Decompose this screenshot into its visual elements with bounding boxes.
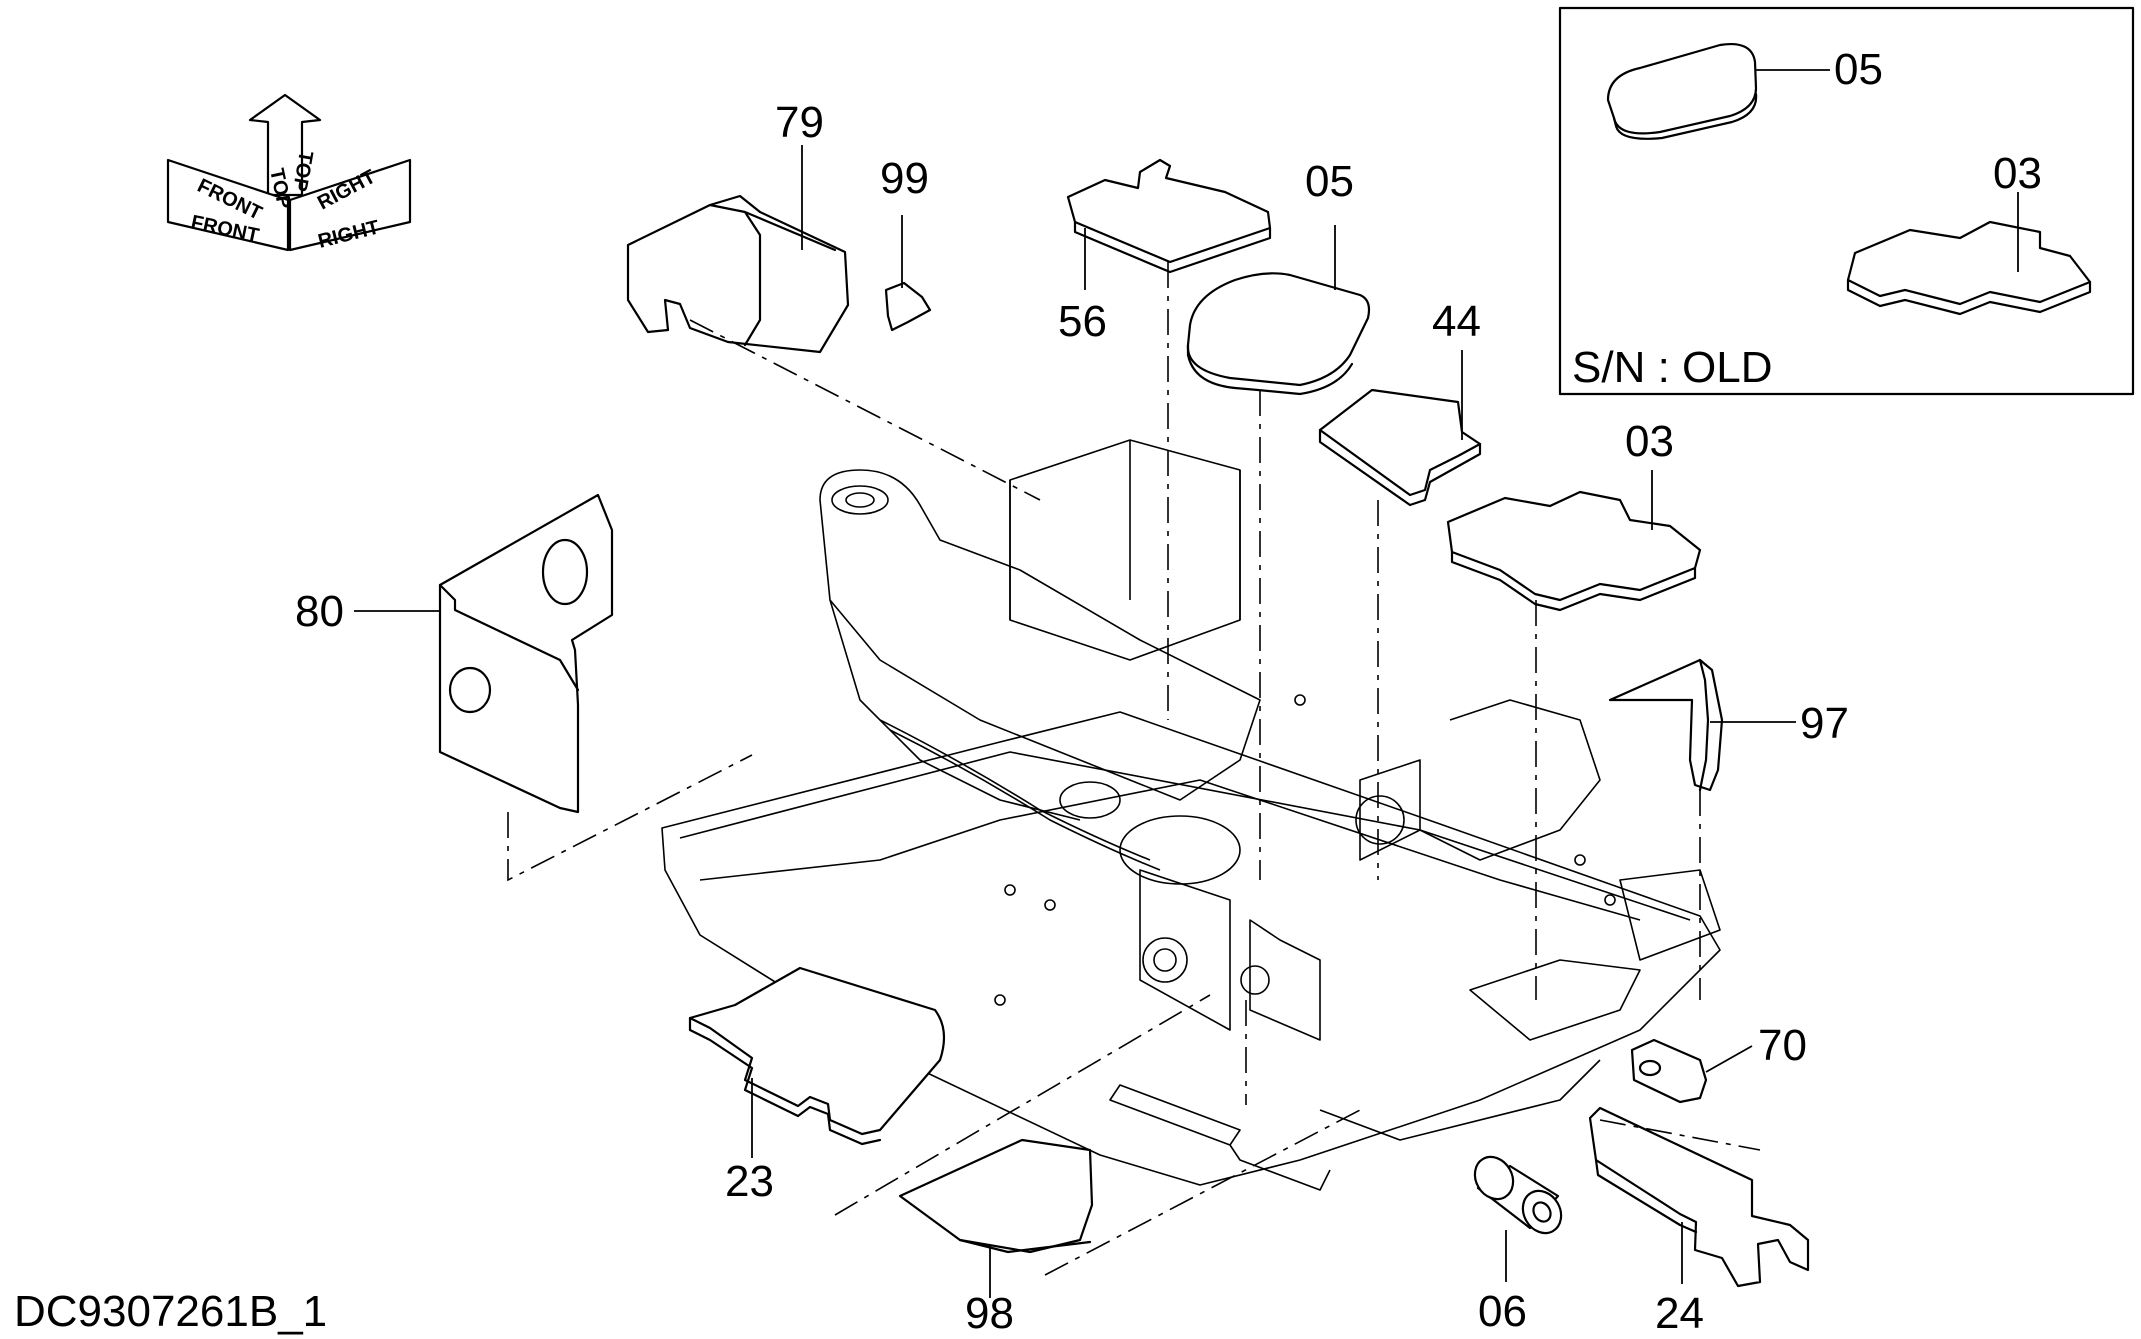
callout-03: 03 — [1625, 417, 1674, 466]
part-24-plate: 24 — [1588, 1106, 1810, 1338]
part-97-corner: 97 — [1608, 658, 1849, 792]
drawing-id: DC9307261B_1 — [14, 1287, 327, 1336]
top-arrow-icon — [248, 93, 322, 197]
inset-panel: 05 03 S/N : OLD — [1558, 6, 2135, 396]
part-23-plate: 23 — [688, 966, 946, 1206]
part-06-bushing: 06 — [1473, 1155, 1563, 1336]
callout-80: 80 — [295, 587, 344, 636]
callout-79: 79 — [775, 98, 824, 147]
inset-pad-05 — [1606, 43, 1758, 135]
part-03-pad: 03 — [1446, 417, 1702, 612]
callout-56: 56 — [1058, 297, 1107, 346]
orientation-indicator: FRONT FRONT TOP TOP RIGHT RIGHT — [166, 93, 412, 253]
part-99-clip: 99 — [880, 154, 932, 332]
assembly-guide-lines — [507, 262, 1761, 1276]
callout-05: 05 — [1305, 157, 1354, 206]
part-56-plate: 56 — [1058, 158, 1272, 346]
part-79-cover: 79 — [626, 98, 850, 354]
part-70-block: 70 — [1630, 1021, 1807, 1104]
right-arrow-icon — [288, 158, 412, 252]
part-44-pad: 44 — [1318, 297, 1482, 507]
inset-pad-03 — [1846, 220, 2092, 306]
inset-frame — [1558, 6, 2135, 396]
part-98-cover: 98 — [898, 1138, 1094, 1338]
callout-98: 98 — [965, 1289, 1014, 1338]
callout-24: 24 — [1655, 1289, 1704, 1338]
part-80-bracket: 80 — [295, 493, 614, 814]
inset-serial-note: S/N : OLD — [1572, 343, 1773, 392]
inset-callout-05: 05 — [1834, 45, 1883, 94]
upper-frame-assembly — [661, 439, 1721, 1191]
callout-44: 44 — [1432, 297, 1481, 346]
callout-06: 06 — [1478, 1287, 1527, 1336]
front-arrow-icon — [166, 158, 290, 252]
part-05-pad: 05 — [1186, 157, 1371, 396]
callout-70: 70 — [1758, 1021, 1807, 1070]
inset-callout-03: 03 — [1993, 149, 2042, 198]
callout-99: 99 — [880, 154, 929, 203]
callout-23: 23 — [725, 1157, 774, 1206]
callout-97: 97 — [1800, 699, 1849, 748]
